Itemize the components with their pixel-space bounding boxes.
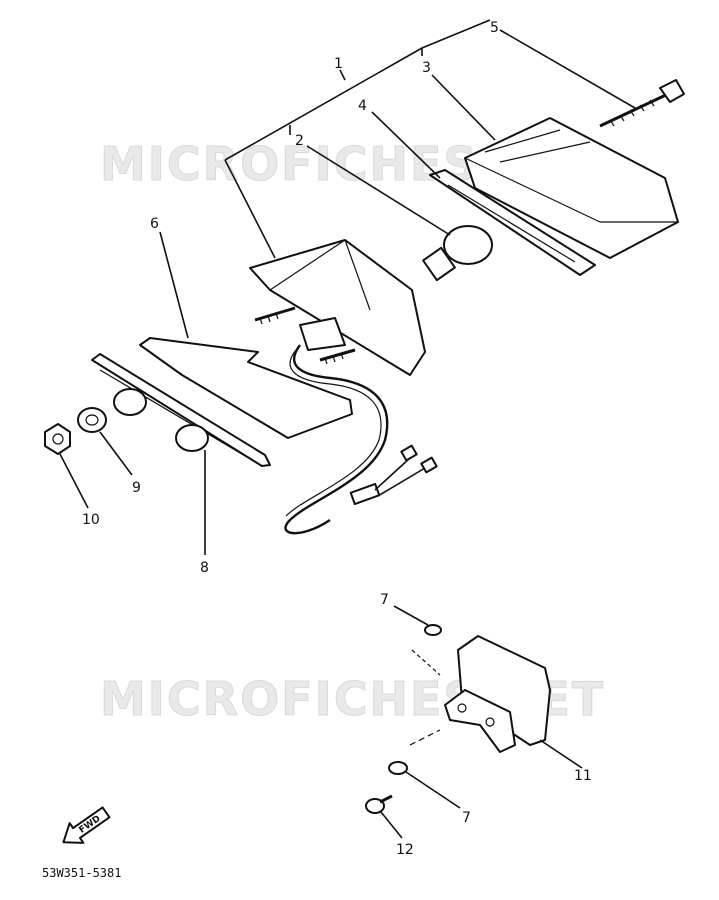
wire-harness	[284, 344, 438, 535]
callout-11: 11	[574, 768, 592, 784]
callout-10: 10	[82, 512, 100, 528]
collar	[77, 407, 107, 433]
callout-labels: 1 2 3 4 5 6 7 7 8 9 10 11 12	[82, 20, 592, 858]
bracket-plate	[139, 337, 353, 439]
nut	[44, 423, 71, 455]
callout-9: 9	[132, 480, 141, 496]
callout-7-lower: 7	[462, 810, 471, 826]
mounting-bracket	[91, 353, 271, 467]
callout-7-upper: 7	[380, 592, 389, 608]
callout-3: 3	[422, 60, 431, 76]
fwd-arrow-icon: FWD	[62, 806, 111, 844]
bulb	[422, 225, 493, 282]
callout-6: 6	[150, 216, 159, 232]
lens-gasket	[429, 169, 596, 276]
bolt	[365, 794, 393, 814]
leader-lines	[59, 19, 636, 839]
lens-screw	[599, 79, 685, 128]
callout-4: 4	[358, 98, 367, 114]
washer-upper	[424, 624, 442, 636]
callout-5: 5	[490, 20, 499, 36]
callout-12: 12	[396, 842, 414, 858]
washer-lower	[388, 761, 408, 775]
callout-8: 8	[200, 560, 209, 576]
diagram-code: 53W351-5381	[42, 866, 121, 880]
tail-light-housing	[249, 239, 426, 376]
callout-1: 1	[334, 56, 343, 72]
reflector	[444, 635, 551, 753]
callout-2: 2	[295, 133, 304, 149]
